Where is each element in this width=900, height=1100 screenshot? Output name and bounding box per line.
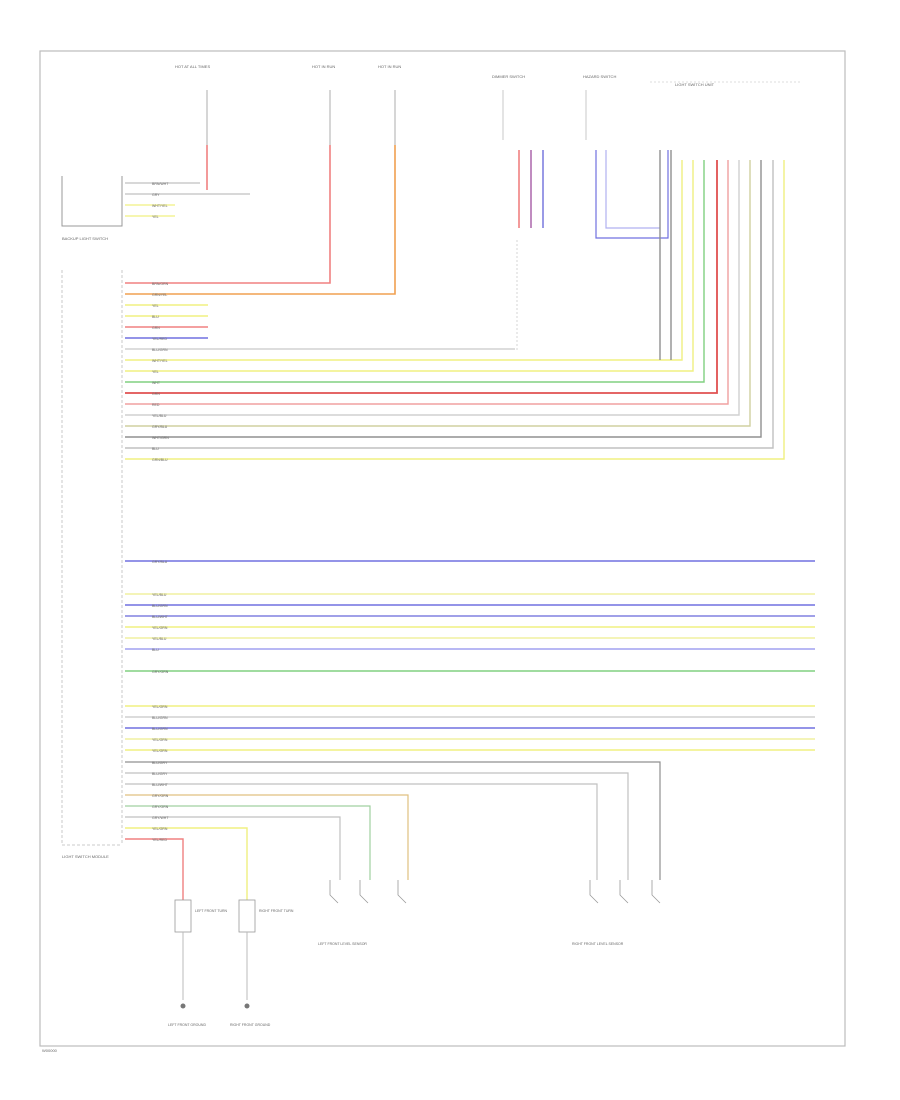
light-switch-unit: LIGHT SWITCH UNIT [650,81,800,87]
wire-label: BRN/WHT [152,182,169,186]
wire-label: YEL/BLU [152,414,167,418]
fuse-a-label: HOT AT ALL TIMES [175,64,210,69]
wire-label: GRY [152,193,160,197]
ground-left: LEFT FRONT GROUND [168,1003,206,1027]
wire-label: YEL/BLU [152,637,167,641]
ground-right-label: RIGHT FRONT GROUND [230,1023,271,1027]
wire-label: GRY/BLU [152,560,168,564]
wire-label: YEL/GRN [152,705,168,709]
left-level-sensor: LEFT FRONT LEVEL SENSOR [318,880,407,946]
fuse-a: HOT AT ALL TIMES [175,64,210,190]
middle-wire-bundle: GRY/BLU YEL/BLU BLU/GRN BLU/WHT YEL/GRN … [125,560,815,674]
figure-id: W00000 [42,1048,58,1053]
hazard-switch-label: HAZARD SWITCH [583,74,616,79]
dimmer-switch-label: DIMMER SWITCH [492,74,525,79]
right-lamp-label: RIGHT FRONT TURN [259,909,294,913]
right-level-sensor: RIGHT FRONT LEVEL SENSOR [572,880,661,946]
wire-label: YEL/GRN [152,749,168,753]
ground-right: RIGHT FRONT GROUND [230,1003,271,1027]
wire-label: YEL/RED [152,838,167,842]
wire-label: WHT/YEL [152,204,168,208]
wire-label: YEL [152,304,159,308]
wire-label: BLU [152,648,159,652]
left-front-turn-lamp: LEFT FRONT TURN [174,899,228,1000]
wire-label: GRY/GRN [152,794,169,798]
wire-label: GRN/YEL [152,293,167,297]
wire-label: YEL/GRN [152,827,168,831]
diagram-frame [39,50,846,1047]
wire-label: YEL/GRN [152,738,168,742]
fuse-c-label: HOT IN RUN [378,64,401,69]
wire-label: BLU/WHT [152,615,169,619]
upper-wire-labels: BRN/GRN GRN/YEL YEL BLU GRN YEL/RED BLU/… [152,282,169,462]
light-switch-module-label: LIGHT SWITCH MODULE [62,854,109,859]
backup-light-switch: BACKUP LIGHT SWITCH [61,176,123,241]
wire-label: YEL/RED [152,337,167,341]
wire-label: BLU/WHT [152,783,169,787]
wire-label: GRN [152,392,160,396]
wire-label: GRY/GRN [152,805,169,809]
wire-label: BLU [152,447,159,451]
upper-wire-bundle [125,150,785,460]
backup-light-switch-label: BACKUP LIGHT SWITCH [62,236,108,241]
wire-label: BLU/GRY [152,772,168,776]
wire-label: WHT [152,381,161,385]
wire-label: GRY/BLU [152,425,168,429]
dimmer-switch: DIMMER SWITCH [492,74,544,352]
wire-label: YEL [152,215,159,219]
wire-label: BLU/GRN [152,727,168,731]
right-front-turn-lamp: RIGHT FRONT TURN [238,899,294,1000]
wire-label: BRN/GRN [152,282,169,286]
backup-switch-wires: BRN/WHT GRY WHT/YEL YEL [125,182,250,219]
wire-label: BLU/GRN [152,348,168,352]
left-lamp-label: LEFT FRONT TURN [195,909,228,913]
fuse-c: HOT IN RUN [125,64,401,295]
light-switch-unit-label: LIGHT SWITCH UNIT [675,82,715,87]
light-switch-module: LIGHT SWITCH MODULE [61,270,123,859]
wire-label: RED [152,403,160,407]
wire-label: BLU/GRY [152,761,168,765]
wire-label: GRY/WHT [152,816,169,820]
wire-label: BLU [152,315,159,319]
wire-label: GRY/GRN [152,670,169,674]
ground-left-label: LEFT FRONT GROUND [168,1023,206,1027]
wire-label: GRN [152,326,160,330]
left-sensor-label: LEFT FRONT LEVEL SENSOR [318,942,367,946]
right-sensor-label: RIGHT FRONT LEVEL SENSOR [572,942,624,946]
wire-label: BLU/GRN [152,604,168,608]
hazard-switch: HAZARD SWITCH [583,74,669,239]
fuse-b-label: HOT IN RUN [312,64,335,69]
wire-label: GRN/BLU [152,458,168,462]
wire-label: YEL/GRN [152,626,168,630]
wire-label: WHT/YEL [152,359,168,363]
wire-label: YEL/BLU [152,593,167,597]
wire-label: BLU/GRN [152,716,168,720]
wire-label: YEL [152,370,159,374]
fuse-b: HOT IN RUN [125,64,335,284]
lower-wire-bundle: YEL/GRN BLU/GRN BLU/GRN YEL/GRN YEL/GRN … [125,705,815,900]
wire-label: WHT/GRN [152,436,169,440]
